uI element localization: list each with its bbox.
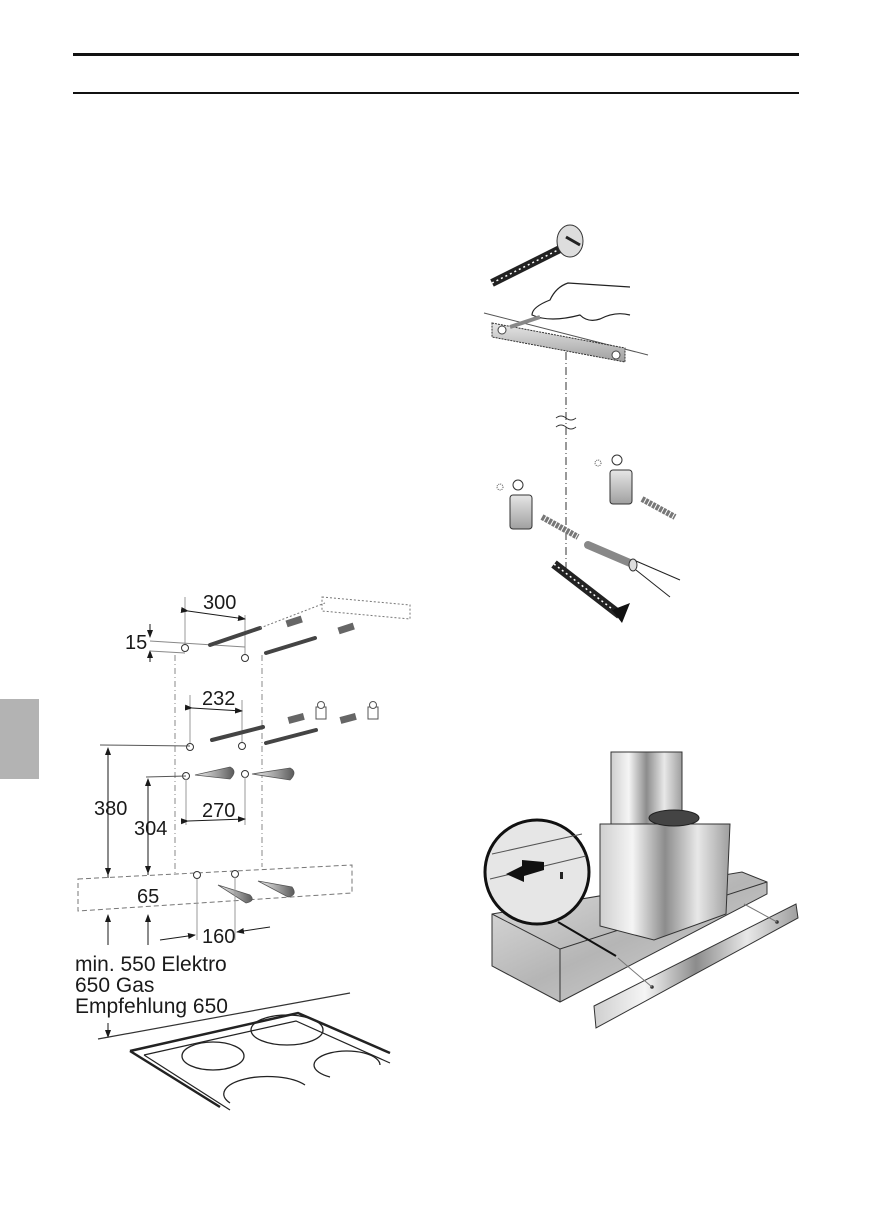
hood-outline (77, 864, 353, 912)
motor-housing (599, 823, 731, 941)
hand-icon (531, 282, 631, 321)
svg-text:65: 65 (137, 886, 159, 908)
hood-assembly-figure (482, 744, 812, 1039)
screw-icon (490, 224, 584, 287)
screw-icon (551, 560, 630, 623)
dimension-160: 160 (159, 877, 271, 948)
detail-magnifier-circle (483, 818, 617, 957)
dimension-232: 232 (184, 688, 243, 750)
bracket-screw-figure (470, 215, 710, 625)
wall-anchor-icon (194, 766, 295, 781)
mounting-height-note-recommended: Empfehlung 650 (75, 995, 228, 1018)
header-rule-top (73, 53, 799, 56)
push-arrow-icon (506, 860, 544, 882)
chapter-side-tab (0, 699, 39, 779)
wall-plug-icon (540, 496, 677, 540)
svg-text:300: 300 (203, 592, 236, 614)
svg-text:232: 232 (202, 688, 235, 710)
wall-plug-icon (285, 615, 355, 635)
svg-text:304: 304 (134, 818, 167, 840)
header-rule-bottom (73, 92, 799, 94)
svg-text:270: 270 (202, 800, 235, 822)
wall-bracket-icon (496, 454, 633, 530)
dimension-15: 15 (125, 624, 246, 662)
svg-text:15: 15 (125, 632, 147, 654)
dimension-304: 304 (134, 778, 167, 875)
mounting-height-note-gas: 650 Gas (75, 974, 155, 997)
svg-text:160: 160 (202, 926, 235, 948)
cooktop-illustration (97, 992, 391, 1111)
dimension-65: 65 (105, 886, 159, 945)
break-symbol-icon (555, 415, 577, 430)
dimension-300: 300 (180, 592, 246, 660)
mounting-rail-outline (321, 596, 411, 620)
mounting-height-note-electric: min. 550 Elektro (75, 953, 227, 976)
screwdriver-icon (584, 541, 681, 598)
dimension-380: 380 (94, 747, 127, 878)
exhaust-collar (648, 809, 700, 827)
drill-bit-icon (208, 626, 317, 655)
wall-mount-dimension-figure: 300 15 23 (70, 585, 430, 1115)
dimension-270: 270 (180, 777, 246, 825)
mounting-rail-icon (491, 315, 626, 363)
front-panel-strip (593, 903, 799, 1029)
svg-text:380: 380 (94, 798, 127, 820)
bracket-icon (315, 701, 379, 720)
